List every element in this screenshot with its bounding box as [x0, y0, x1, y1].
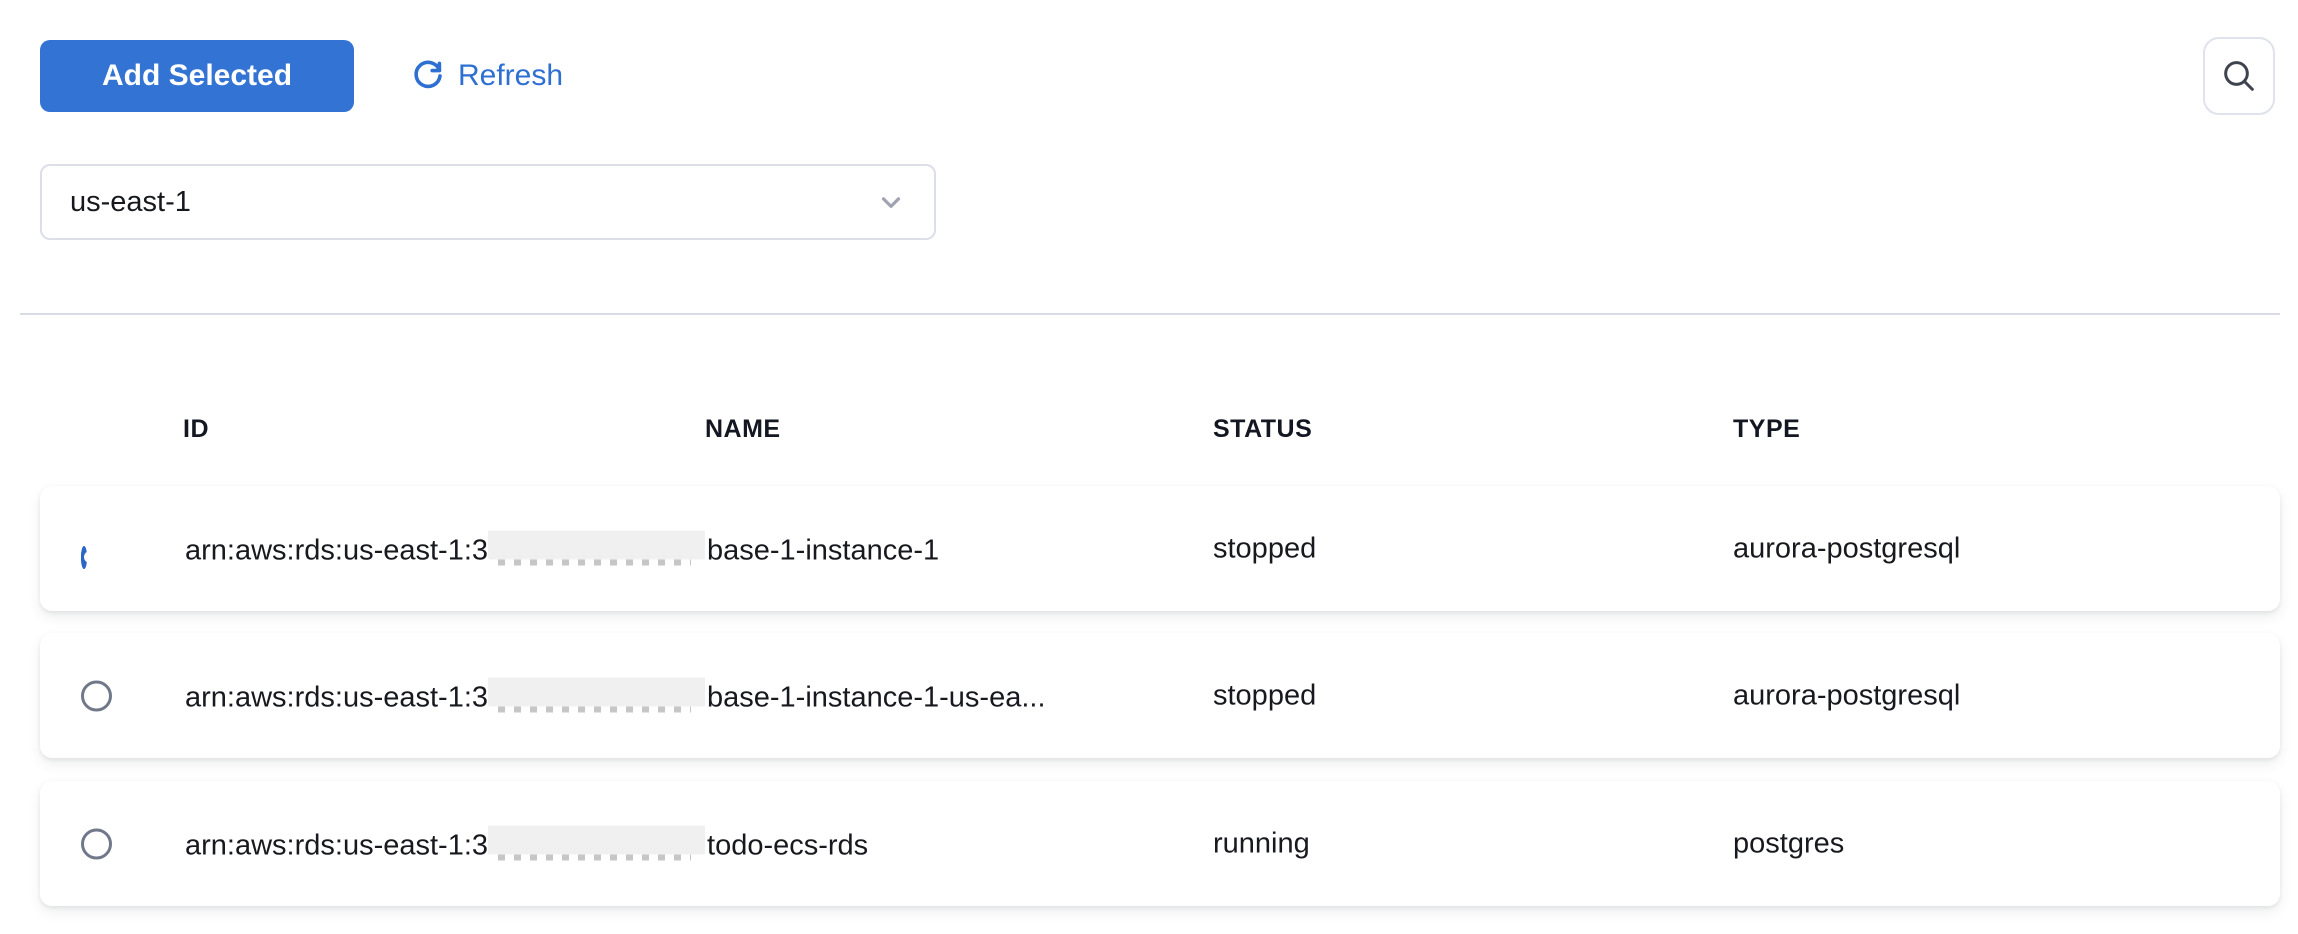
- column-header-status: STATUS: [1213, 415, 1313, 443]
- row-type-cell: aurora-postgresql: [1733, 679, 1961, 711]
- row-type-cell: aurora-postgresql: [1733, 532, 1961, 564]
- column-header-type: TYPE: [1733, 415, 1801, 443]
- row-radio-button[interactable]: [81, 545, 87, 569]
- redaction-overlay: [488, 825, 706, 861]
- row-status-cell: stopped: [1213, 679, 1317, 711]
- section-divider: [20, 313, 2280, 315]
- row-status-cell: running: [1213, 827, 1310, 859]
- row-radio-button[interactable]: [81, 680, 112, 711]
- add-selected-button[interactable]: Add Selected: [40, 40, 354, 112]
- refresh-icon: [410, 58, 446, 94]
- redaction-overlay: [488, 677, 706, 713]
- row-status-cell: stopped: [1213, 532, 1317, 564]
- chevron-down-icon: [876, 187, 906, 217]
- column-header-id: ID: [183, 415, 209, 443]
- refresh-label: Refresh: [458, 59, 564, 92]
- row-type-cell: postgres: [1733, 827, 1845, 859]
- row-radio-button[interactable]: [81, 828, 112, 859]
- search-icon: [2219, 56, 2259, 96]
- refresh-button[interactable]: Refresh: [404, 40, 569, 112]
- redaction-overlay: [488, 530, 706, 566]
- region-select[interactable]: us-east-1: [40, 164, 936, 240]
- search-button[interactable]: [2203, 37, 2275, 115]
- column-header-name: NAME: [705, 415, 781, 443]
- region-select-value: us-east-1: [70, 185, 191, 218]
